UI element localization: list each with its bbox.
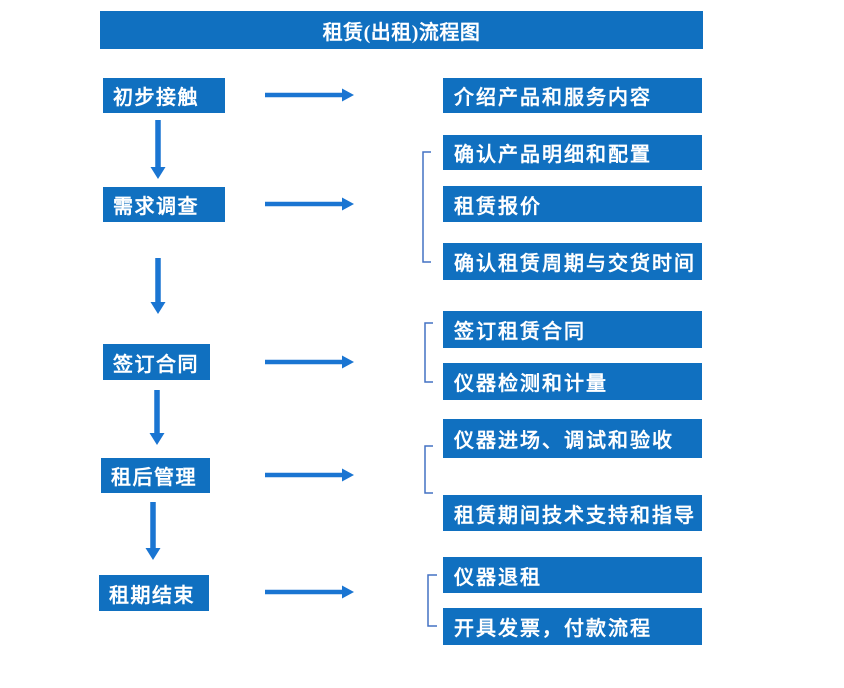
arrow-down-icon [150, 120, 166, 179]
group-bracket [422, 151, 431, 263]
step-box-sign-contract: 签订合同 [103, 344, 210, 380]
detail-box-sign-rental-contract: 签订租赁合同 [443, 311, 702, 348]
detail-box-introduce-products: 介绍产品和服务内容 [443, 78, 702, 113]
group-bracket [427, 574, 437, 627]
step-box-post-rental-management: 租后管理 [101, 458, 210, 493]
group-bracket [424, 445, 433, 494]
step-box-demand-survey: 需求调查 [103, 187, 225, 222]
arrow-right-icon [265, 585, 354, 599]
arrow-down-icon [149, 390, 165, 445]
arrow-right-icon [265, 468, 354, 482]
group-bracket [424, 322, 433, 383]
detail-box-instrument-entry: 仪器进场、调试和验收 [443, 419, 702, 458]
arrow-down-icon [150, 258, 166, 314]
arrow-down-icon [145, 502, 161, 560]
detail-box-confirm-rental-period: 确认租赁周期与交货时间 [443, 243, 702, 280]
detail-box-technical-support: 租赁期间技术支持和指导 [443, 495, 702, 531]
detail-box-invoice-payment: 开具发票，付款流程 [443, 608, 702, 645]
arrow-right-icon [265, 88, 354, 102]
step-box-rental-end: 租期结束 [99, 575, 209, 611]
detail-box-instrument-inspection: 仪器检测和计量 [443, 363, 702, 400]
detail-box-confirm-product-details: 确认产品明细和配置 [443, 135, 702, 170]
step-box-initial-contact: 初步接触 [103, 78, 225, 113]
arrow-right-icon [265, 355, 354, 369]
detail-box-rental-quotation: 租赁报价 [443, 186, 702, 222]
flowchart-title: 租赁(出租)流程图 [100, 11, 703, 49]
detail-box-instrument-return: 仪器退租 [443, 557, 702, 593]
arrow-right-icon [265, 197, 354, 211]
